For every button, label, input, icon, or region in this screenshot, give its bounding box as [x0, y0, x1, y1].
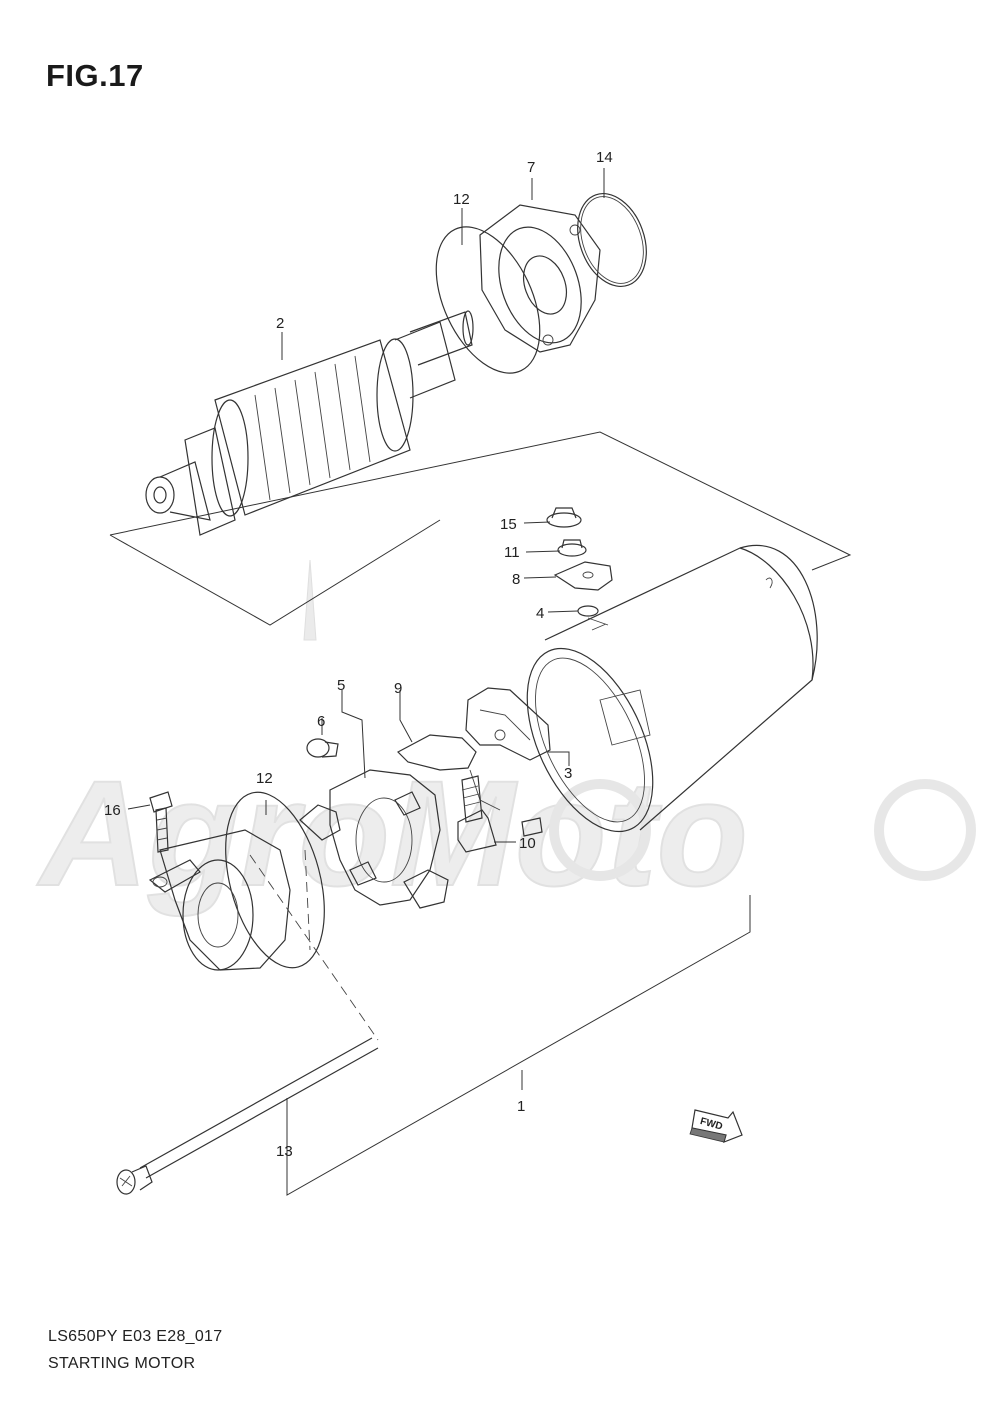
o-ring-front	[435, 226, 541, 374]
callout-4: 4	[536, 605, 544, 622]
terminal-bolt-10	[457, 775, 497, 853]
watermark-wheel	[549, 779, 651, 881]
callout-8: 8	[512, 571, 520, 588]
watermark-wheel	[874, 779, 976, 881]
callout-labels: 2 12 7 14 15 11 8 4 5 6 9 3 10 12 16 1 1…	[104, 149, 613, 1160]
assembly-guide-line	[304, 849, 311, 951]
callout-5: 5	[337, 677, 345, 694]
leader-lines	[127, 168, 751, 1196]
armature-bracket-line	[109, 431, 852, 571]
front-housing	[479, 204, 601, 353]
bolt-16	[149, 791, 173, 853]
nut-6	[306, 738, 339, 758]
section-title: STARTING MOTOR	[48, 1355, 196, 1372]
watermark: AgroMoto	[35, 559, 976, 918]
callout-10: 10	[519, 835, 536, 852]
callout-14: 14	[596, 149, 613, 166]
fwd-arrow-icon: FWD	[689, 1109, 743, 1143]
callout-16: 16	[104, 802, 121, 819]
terminal-nut-15	[546, 507, 582, 528]
callout-11: 11	[504, 544, 520, 561]
rear-housing	[148, 829, 291, 971]
terminal-lead-8	[553, 561, 613, 591]
callout-3: 3	[564, 765, 572, 782]
callout-9: 9	[394, 680, 402, 697]
armature-bracket-line	[109, 519, 441, 626]
callout-12-bottom: 12	[256, 770, 273, 787]
through-bolt-13	[116, 1037, 379, 1195]
callout-6: 6	[317, 713, 325, 730]
o-ring-14	[577, 192, 647, 288]
callout-7: 7	[527, 159, 535, 176]
watermark-text: AgroMoto	[36, 749, 748, 917]
motor-case	[526, 545, 818, 833]
terminal-nut-11	[557, 539, 587, 557]
brush-bracket	[465, 687, 551, 761]
washer-4	[577, 605, 599, 617]
armature	[145, 310, 474, 536]
figure-title: FIG.17	[46, 58, 144, 93]
callout-15: 15	[500, 516, 517, 533]
model-code: LS650PY E03 E28_017	[48, 1328, 223, 1345]
callout-12-top: 12	[453, 191, 470, 208]
callout-1: 1	[517, 1098, 525, 1115]
assembly-guide-line	[249, 854, 379, 1041]
callout-2: 2	[276, 315, 284, 332]
callout-13: 13	[276, 1143, 293, 1160]
brush-holder-assembly	[299, 769, 449, 909]
